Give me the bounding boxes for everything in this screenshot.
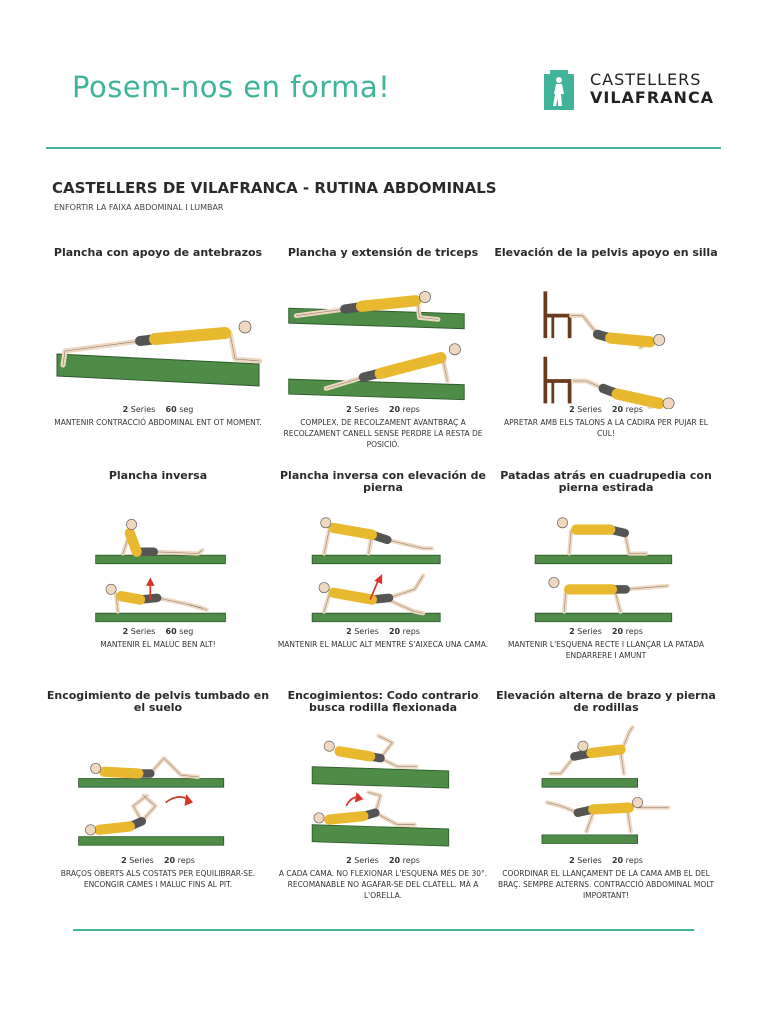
exercise-card: Encogimientos: Codo contrario busca rodi… bbox=[270, 689, 496, 901]
exercise-card: Encogimiento de pelvis tumbado en el sue… bbox=[45, 690, 271, 890]
document-subtitle: ENFORTIR LA FAIXA ABDOMINAL I LUMBAR bbox=[54, 203, 224, 212]
exercise-title: Patadas atrás en cuadrupedia con pierna … bbox=[500, 469, 712, 494]
document-title: CASTELLERS DE VILAFRANCA - RUTINA ABDOMI… bbox=[52, 179, 497, 197]
exercise-instructions: MANTENIR L'ESQUENA RECTE I LLANÇAR LA PA… bbox=[507, 640, 705, 660]
amount: 20 bbox=[163, 856, 176, 865]
exercise-title: Elevación alterna de brazo y pierna de r… bbox=[496, 689, 716, 714]
logo-text-line2: VILAFRANCA bbox=[590, 88, 715, 107]
forearm-plank-figure bbox=[45, 269, 271, 409]
unit: reps bbox=[402, 627, 420, 636]
exercise-card: Plancha inversa con elevación de pierna 2… bbox=[270, 470, 496, 670]
exercise-sets: 2 Series 60 seg bbox=[45, 627, 271, 636]
quadruped-kickback-figure bbox=[493, 504, 719, 632]
amount: 20 bbox=[388, 856, 401, 865]
exercise-instructions: BRAÇOS OBERTS ALS COSTATS PER EQUILIBRAR… bbox=[60, 869, 256, 889]
bicycle-crunch-figure bbox=[270, 724, 496, 852]
unit: reps bbox=[402, 405, 420, 414]
bird-dog-figure bbox=[493, 724, 719, 852]
exercise-title: Plancha inversa con elevación de pierna bbox=[279, 469, 486, 494]
series-count: 2 bbox=[122, 405, 129, 414]
unit: seg bbox=[179, 627, 194, 636]
series-count: 2 bbox=[346, 405, 352, 414]
series-label: Series bbox=[354, 405, 379, 414]
logo-text-line1: CASTELLERS bbox=[590, 70, 702, 89]
bird-dog-figure-drawing bbox=[541, 725, 671, 844]
exercise-title: Plancha con apoyo de antebrazos bbox=[53, 246, 263, 259]
plank-triceps-figure bbox=[270, 269, 496, 409]
exercise-instructions: COORDINAR EL LLANÇAMENT DE LA CAMA AMB E… bbox=[497, 869, 715, 900]
series-label: Series bbox=[354, 627, 379, 636]
series-count: 2 bbox=[569, 856, 575, 865]
exercise-card: Patadas atrás en cuadrupedia con pierna … bbox=[493, 470, 719, 670]
exercise-instructions: COMPLEX. DE RECOLZAMENT AVANTBRAÇ A RECO… bbox=[283, 418, 483, 449]
reverse-plank-figure bbox=[45, 504, 271, 632]
exercise-card: Plancha y extensión de triceps 2 Series 2… bbox=[270, 246, 496, 450]
exercise-instructions: MANTENIR EL MALUC BEN ALT! bbox=[100, 640, 216, 649]
exercise-card: Elevación de la pelvis apoyo en silla 2 S… bbox=[493, 247, 719, 447]
exercise-sets: 2 Series 20 reps bbox=[45, 856, 271, 865]
series-label: Series bbox=[354, 856, 379, 865]
exercise-instructions: MANTENIR EL MALUC ALT MENTRE S'AIXECA UN… bbox=[277, 640, 489, 649]
exercise-title: Encogimientos: Codo contrario busca rodi… bbox=[287, 689, 479, 714]
unit: reps bbox=[625, 405, 643, 414]
series-count: 2 bbox=[346, 627, 352, 636]
series-count: 2 bbox=[122, 627, 129, 636]
exercise-instructions: A CADA CAMA. NO FLEXIONAR L'ESQUENA MÉS … bbox=[278, 869, 488, 900]
exercise-sets: 2 Series 20 reps bbox=[270, 405, 496, 414]
exercise-card: Elevación alterna de brazo y pierna de r… bbox=[493, 689, 719, 901]
amount: 20 bbox=[611, 405, 624, 414]
exercise-sets: 2 Series 60 seg bbox=[45, 405, 271, 414]
forearm-plank-figure-drawing bbox=[56, 320, 263, 387]
plank-triceps-figure-drawing bbox=[288, 291, 465, 401]
series-label: Series bbox=[130, 627, 156, 636]
series-label: Series bbox=[577, 856, 602, 865]
amount: 60 bbox=[165, 405, 177, 414]
amount: 20 bbox=[611, 627, 624, 636]
chair-bridge-figure-drawing bbox=[543, 291, 675, 410]
bicycle-crunch-figure-drawing bbox=[311, 733, 450, 847]
reverse-plank-figure-drawing bbox=[95, 519, 226, 623]
page-title: Posem-nos en forma! bbox=[72, 70, 391, 104]
quadruped-kickback-figure-drawing bbox=[534, 517, 673, 623]
series-count: 2 bbox=[121, 856, 127, 865]
bottom-divider bbox=[73, 929, 694, 931]
amount: 20 bbox=[388, 405, 401, 414]
unit: reps bbox=[625, 627, 643, 636]
pelvic-crunch-figure bbox=[45, 724, 271, 852]
exercise-title: Encogimiento de pelvis tumbado en el sue… bbox=[46, 689, 270, 714]
unit: seg bbox=[179, 405, 194, 414]
reverse-plank-leg-figure-drawing bbox=[311, 517, 441, 623]
exercise-instructions: MANTENIR CONTRACCIÓ ABDOMINAL ENT OT MOM… bbox=[54, 418, 262, 427]
pelvic-crunch-figure-drawing bbox=[78, 756, 225, 846]
amount: 20 bbox=[611, 856, 624, 865]
castellers-logo: CASTELLERS VILAFRANCA bbox=[540, 66, 740, 112]
series-label: Series bbox=[577, 627, 602, 636]
unit: reps bbox=[177, 856, 195, 865]
exercise-title: Elevación de la pelvis apoyo en silla bbox=[494, 246, 718, 259]
reverse-plank-leg-figure bbox=[270, 504, 496, 632]
unit: reps bbox=[402, 856, 420, 865]
amount: 60 bbox=[165, 627, 177, 636]
series-label: Series bbox=[129, 856, 154, 865]
exercise-instructions: APRETAR AMB ELS TALONS A LA CADIRA PER P… bbox=[504, 418, 708, 438]
unit: reps bbox=[625, 856, 643, 865]
exercise-card: Plancha con apoyo de antebrazos 2 Series … bbox=[45, 247, 271, 447]
series-count: 2 bbox=[346, 856, 352, 865]
series-count: 2 bbox=[569, 405, 575, 414]
exercise-title: Plancha y extensión de triceps bbox=[287, 246, 479, 259]
exercise-sets: 2 Series 20 reps bbox=[493, 856, 719, 865]
castellers-logo-icon bbox=[544, 70, 574, 110]
exercise-sets: 2 Series 20 reps bbox=[493, 627, 719, 636]
top-divider bbox=[46, 147, 721, 149]
series-label: Series bbox=[577, 405, 602, 414]
exercise-sets: 2 Series 20 reps bbox=[270, 856, 496, 865]
amount: 20 bbox=[388, 627, 401, 636]
exercise-title: Plancha inversa bbox=[108, 469, 208, 482]
exercise-sets: 2 Series 20 reps bbox=[493, 405, 719, 414]
chair-bridge-figure bbox=[493, 269, 719, 410]
series-label: Series bbox=[130, 405, 156, 414]
series-count: 2 bbox=[569, 627, 575, 636]
exercise-sets: 2 Series 20 reps bbox=[270, 627, 496, 636]
